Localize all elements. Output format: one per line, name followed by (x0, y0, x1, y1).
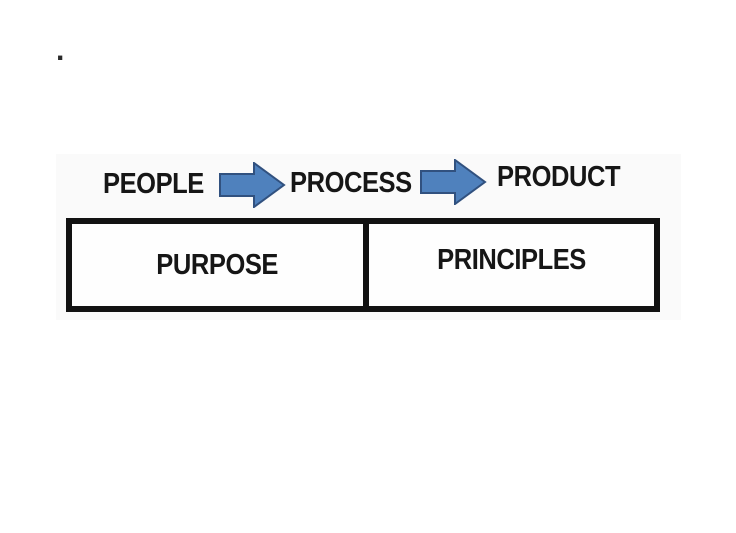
right-block-arrow-shape (421, 160, 485, 204)
foundation-cell-purpose: PURPOSE (72, 224, 369, 306)
right-block-arrow-outline (420, 159, 487, 205)
right-block-arrow-shape (220, 163, 284, 207)
foundation-box: PURPOSE PRINCIPLES (66, 218, 660, 312)
right-block-arrow-outline (219, 162, 286, 208)
cell-label-purpose: PURPOSE (156, 248, 279, 281)
flow-label-people: PEOPLE (103, 168, 204, 200)
right-block-arrow-icon (219, 162, 286, 208)
right-block-arrow-icon (420, 159, 487, 205)
cell-label-principles: PRINCIPLES (437, 243, 586, 276)
flow-label-product: PRODUCT (497, 161, 621, 193)
stray-period-mark: . (56, 34, 65, 67)
foundation-cell-principles: PRINCIPLES (369, 224, 654, 306)
flow-label-process: PROCESS (290, 167, 412, 199)
